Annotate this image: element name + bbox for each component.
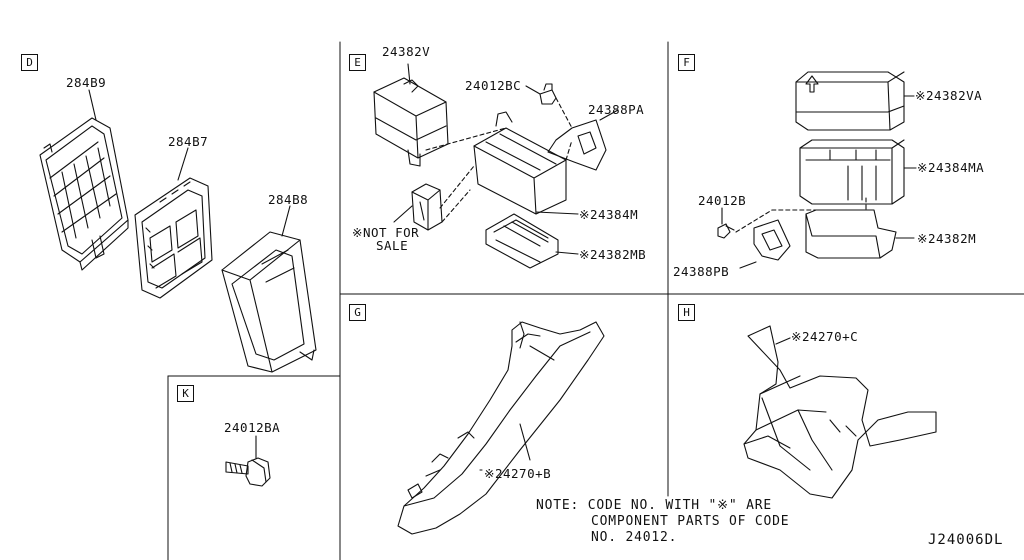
part-24382m-drawing: [805, 209, 915, 259]
dashed-leaders-e: [425, 97, 573, 223]
part-label-24012b: 24012B: [698, 193, 747, 208]
part-label-24382v: 24382V: [382, 44, 431, 59]
part-label-284b7: 284B7: [168, 134, 209, 149]
part-24012bc-drawing: [525, 83, 557, 105]
diagram-code: J24006DL: [928, 532, 1004, 548]
part-label-not-for-sale-line2: SALE: [376, 238, 409, 253]
part-label-24388pa: 24388PA: [588, 102, 645, 117]
part-24388pa-drawing: [547, 109, 619, 171]
section-h-marker: H: [678, 304, 695, 321]
part-label-284b9: 284B9: [66, 75, 107, 90]
part-label-24384ma: ※24384MA: [917, 160, 985, 175]
note-line-3: NO. 24012.: [591, 530, 678, 545]
part-label-284b8: 284B8: [268, 192, 309, 207]
part-label-not-for-sale-line1: ※NOT FOR: [352, 225, 420, 240]
note-line-2: COMPONENT PARTS OF CODE: [591, 514, 790, 529]
part-24382v-drawing: [373, 63, 449, 167]
part-label-24388pb: 24388PB: [673, 264, 730, 279]
section-d-marker: D: [21, 54, 38, 71]
part-284b7-drawing: [134, 147, 213, 299]
part-label-24012ba: 24012BA: [224, 420, 281, 435]
dashed-leaders-f: [735, 197, 867, 233]
part-284b8-drawing: [221, 205, 317, 373]
section-f-marker: F: [678, 54, 695, 71]
part-284b9-drawing: [39, 89, 129, 271]
part-24388pb-drawing: [739, 219, 791, 269]
part-24382mb-drawing: [485, 213, 579, 269]
part-label-24382mb: ※24382MB: [579, 247, 647, 262]
part-24270c-drawing: [743, 325, 937, 499]
part-24384ma-drawing: [799, 139, 917, 205]
part-24012ba-drawing: [225, 435, 271, 487]
section-g-marker: G: [349, 304, 366, 321]
part-label-24382va: ※24382VA: [915, 88, 983, 103]
part-label-24012bc: 24012BC: [465, 78, 522, 93]
section-e-marker: E: [349, 54, 366, 71]
part-24384m-drawing: [473, 111, 579, 215]
part-24382va-drawing: [795, 71, 915, 131]
note-line-1: NOTE: CODE NO. WITH "※" ARE: [536, 498, 772, 513]
part-not-for-sale-drawing: [393, 183, 443, 231]
part-24012b-drawing: [717, 207, 735, 239]
part-label-24270c: ※24270+C: [791, 329, 859, 344]
part-label-24384m: ※24384M: [579, 207, 639, 222]
panel-dividers: [167, 41, 1024, 560]
section-k-marker: K: [177, 385, 194, 402]
part-24270b-drawing: [397, 321, 605, 535]
part-label-24382m: ※24382M: [917, 231, 977, 246]
part-label-24270b: ※24270+B: [484, 466, 552, 481]
